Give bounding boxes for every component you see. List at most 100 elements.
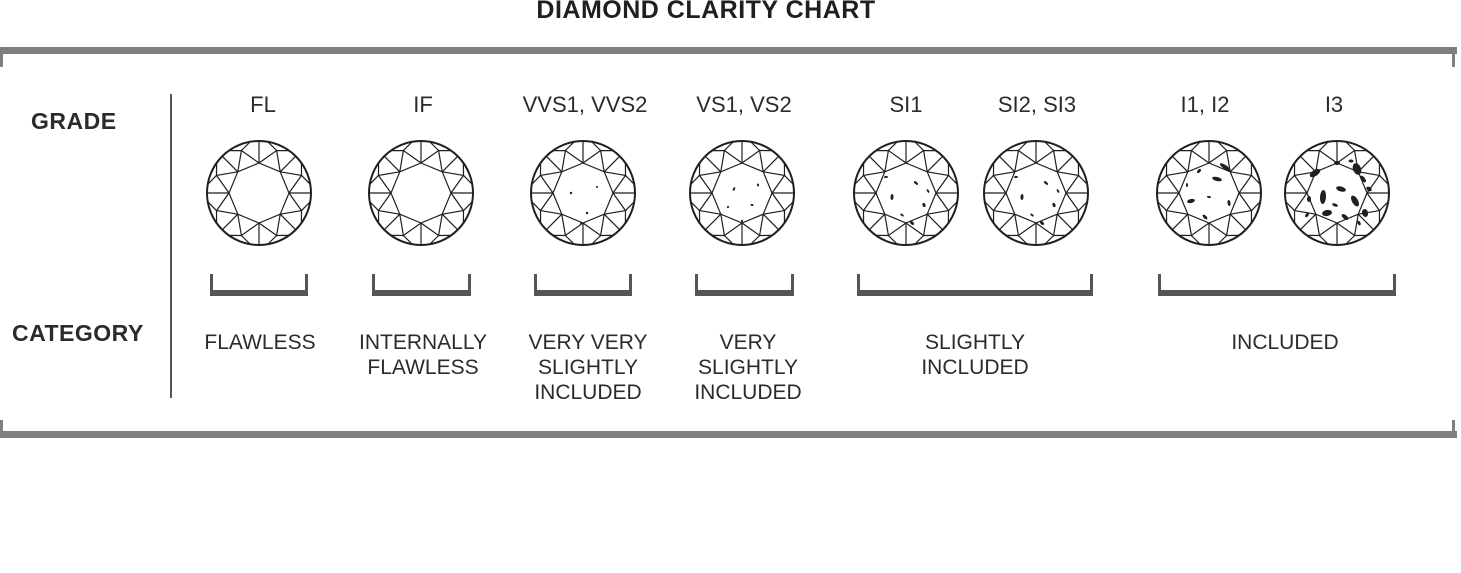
diamond-vvs-icon: [530, 140, 636, 246]
inclusion-mark: [1322, 209, 1332, 217]
inclusion-mark: [1212, 176, 1222, 182]
grade-label-si1: SI1: [889, 92, 923, 117]
bracket-flawless: [210, 274, 308, 296]
grade-label-vvs: VVS1, VVS2: [522, 92, 648, 117]
inclusion-mark: [1309, 168, 1321, 178]
bottom-rail-left-post: [0, 420, 3, 438]
inclusion-mark: [1305, 212, 1309, 218]
category-flawless: FLAWLESS: [204, 330, 315, 355]
facet-lines: [690, 141, 794, 245]
grade-label-fl: FL: [250, 92, 276, 117]
inclusion-mark: [1202, 214, 1208, 220]
inclusion-mark: [1207, 195, 1211, 199]
category-line: INCLUDED: [694, 381, 802, 404]
category-line: VERY VERY: [528, 331, 648, 354]
inclusion-mark: [1196, 168, 1202, 174]
inclusion-mark: [1334, 161, 1340, 165]
bracket-vvs: [534, 274, 632, 296]
category-line: FLAWLESS: [367, 356, 479, 379]
category-line: SLIGHTLY: [925, 331, 1025, 354]
diamond-si2-icon: [983, 140, 1089, 246]
inclusion-mark: [1319, 190, 1327, 204]
facet-lines: [1157, 141, 1261, 245]
row-label-divider: [170, 94, 172, 398]
inclusion-mark: [900, 213, 904, 217]
inclusion-mark: [1014, 175, 1018, 179]
grade-label-i12: I1, I2: [1180, 92, 1230, 117]
bottom-rail-right-post: [1452, 420, 1455, 438]
diamond-i12-icon: [1156, 140, 1262, 246]
inclusion-mark: [1056, 189, 1060, 193]
inclusion-mark: [1336, 186, 1346, 192]
category-line: INTERNALLY: [359, 331, 487, 354]
inclusion-mark: [1306, 196, 1312, 202]
inclusion-mark: [726, 205, 730, 209]
inclusion-mark: [1348, 159, 1354, 163]
inclusion-mark: [1357, 220, 1361, 226]
inclusion-mark: [1020, 194, 1024, 200]
category-line: FLAWLESS: [204, 331, 316, 354]
inclusion-mark: [1352, 163, 1362, 175]
grade-label-i3: I3: [1324, 92, 1344, 117]
inclusion-mark: [732, 187, 736, 191]
category-line: SLIGHTLY: [538, 356, 638, 379]
inclusion-mark: [890, 194, 894, 200]
bracket-included: [1158, 274, 1396, 296]
bracket-internally-flawless: [372, 274, 471, 296]
inclusion-mark: [922, 202, 926, 208]
inclusion-mark: [1052, 202, 1056, 208]
facet-lines: [369, 141, 473, 245]
chart-title: DIAMOND CLARITY CHART: [536, 0, 876, 24]
bracket-vs: [695, 274, 794, 296]
facet-lines: [1285, 141, 1389, 245]
diamond-fl-icon: [206, 140, 312, 246]
inclusion-mark: [569, 191, 573, 195]
top-rail-left-post: [0, 47, 3, 67]
category-line: INCLUDED: [1231, 331, 1339, 354]
inclusion-mark: [1039, 220, 1045, 226]
grade-row-label: GRADE: [31, 108, 117, 134]
category-line: INCLUDED: [921, 356, 1029, 379]
diamond-vs-icon: [689, 140, 795, 246]
grade-label-if: IF: [413, 92, 433, 117]
inclusion-mark: [884, 175, 888, 179]
category-line: INCLUDED: [534, 381, 642, 404]
category-included: INCLUDED: [1231, 330, 1338, 355]
inclusion-mark: [756, 183, 760, 187]
inclusion-mark: [596, 186, 598, 188]
inclusion-mark: [1332, 203, 1338, 207]
facet-lines: [531, 141, 635, 245]
inclusion-mark: [740, 219, 744, 223]
category-row-label: CATEGORY: [12, 320, 144, 346]
inclusion-mark: [1043, 181, 1049, 185]
category-line: VERY: [719, 331, 777, 354]
category-si: SLIGHTLY INCLUDED: [921, 330, 1028, 380]
category-internally-flawless: INTERNALLY FLAWLESS: [359, 330, 487, 380]
inclusion-mark: [926, 189, 930, 193]
bracket-si: [857, 274, 1093, 296]
inclusion-mark: [1185, 183, 1189, 187]
diamond-i3-icon: [1284, 140, 1390, 246]
inclusion-mark: [1341, 214, 1349, 220]
inclusion-mark: [1227, 200, 1231, 206]
inclusion-mark: [1187, 198, 1195, 204]
inclusion-mark: [1360, 175, 1366, 183]
inclusion-mark: [580, 222, 582, 224]
facet-lines: [984, 141, 1088, 245]
diamond-if-icon: [368, 140, 474, 246]
category-vvs: VERY VERY SLIGHTLY INCLUDED: [528, 330, 647, 405]
inclusion-mark: [1361, 209, 1369, 217]
inclusion-mark: [913, 181, 919, 185]
inclusion-mark: [585, 211, 589, 215]
category-line: SLIGHTLY: [698, 356, 798, 379]
top-rail-right-post: [1452, 47, 1455, 67]
inclusion-mark: [1219, 163, 1231, 171]
top-rail: [0, 47, 1457, 54]
inclusion-mark: [1030, 213, 1034, 217]
grade-label-vs: VS1, VS2: [696, 92, 792, 117]
facet-lines: [854, 141, 958, 245]
grade-label-si2: SI2, SI3: [997, 92, 1077, 117]
bottom-rail: [0, 431, 1457, 438]
inclusion-mark: [1366, 186, 1372, 192]
inclusion-mark: [1351, 195, 1359, 207]
